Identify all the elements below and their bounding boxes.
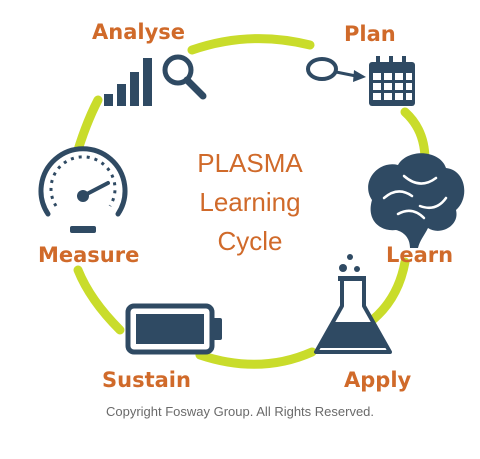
stage-label-measure: Measure [38, 243, 140, 267]
bar-chart-magnifier-icon [104, 54, 207, 106]
stage-label-sustain: Sustain [102, 368, 191, 392]
ring-arc-plan-learn [400, 107, 430, 165]
copyright-notice: Copyright Fosway Group. All Rights Reser… [105, 404, 375, 419]
center-title-line-2: Learning [199, 187, 301, 217]
ring-arc-analyse-plan [187, 34, 315, 55]
stage-label-plan: Plan [344, 22, 396, 46]
flask-icon [314, 254, 392, 354]
gauge-icon [38, 146, 128, 233]
ring-arc-sustain-measure [73, 265, 125, 335]
brain-icon [368, 153, 465, 248]
ring-arc-learn-apply [365, 257, 410, 327]
battery-icon [125, 303, 222, 355]
stage-label-apply: Apply [344, 368, 412, 392]
center-title-line-1: PLASMA [197, 148, 303, 178]
center-title-line-3: Cycle [217, 226, 283, 256]
stage-label-learn: Learn [386, 243, 454, 267]
stage-label-analyse: Analyse [92, 20, 186, 44]
calendar-icon [306, 56, 415, 106]
ring-arc-apply-sustain [195, 347, 317, 369]
